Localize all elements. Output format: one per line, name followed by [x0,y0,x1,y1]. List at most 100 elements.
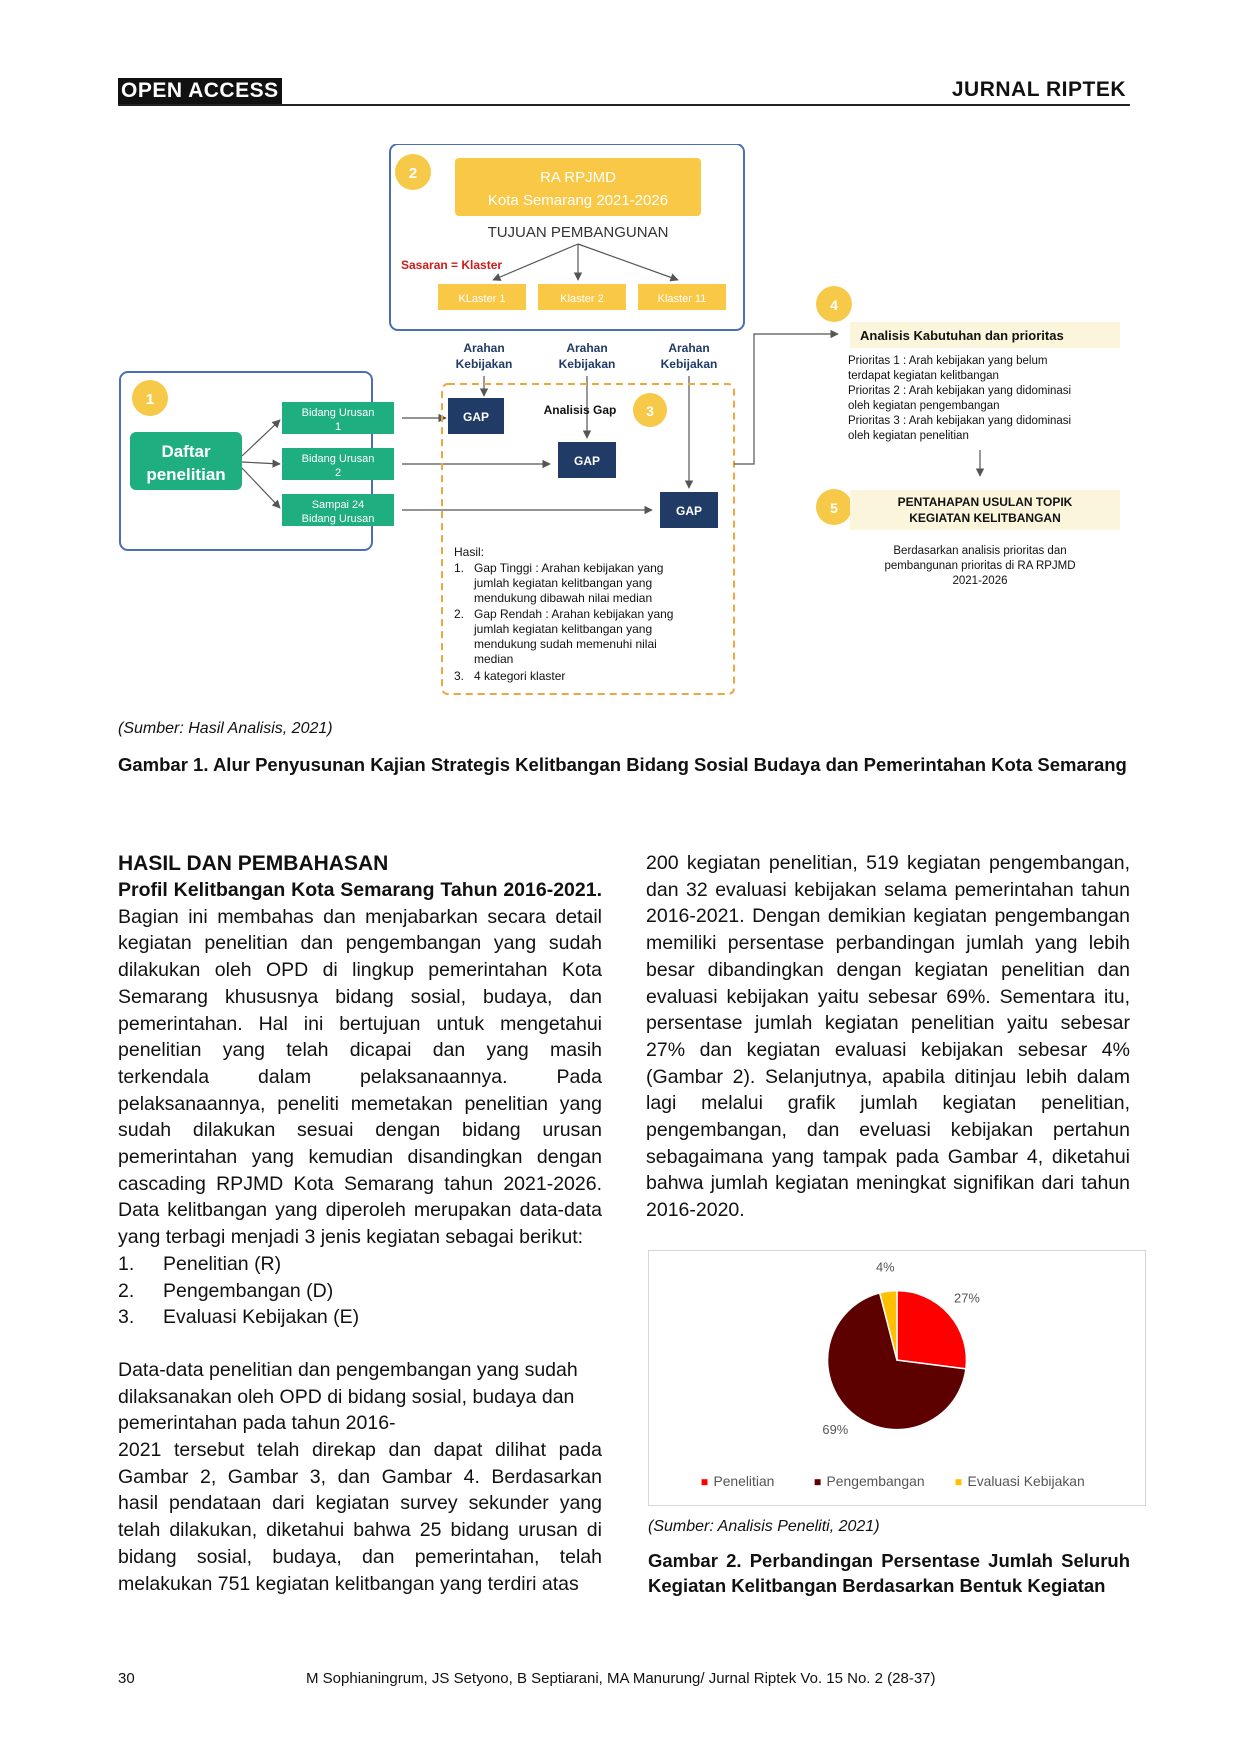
klaster-2-box [538,284,626,310]
subsection-heading: Profil Kelitbangan Kota Semarang Tahun 2… [118,879,602,901]
legend-item: Penelitian [701,1473,774,1489]
intro-text: Bagian ini membahas dan menjabarkan seca… [118,905,602,1249]
box-4-title: Analisis Kabutuhan dan prioritas [860,328,1064,343]
legend-label: Pengembangan [827,1473,925,1489]
box-5-line3: 2021-2026 [953,575,1008,587]
figure-1-caption: Gambar 1. Alur Penyusunan Kajian Strateg… [118,754,1127,775]
sasaran-label: Sasaran = Klaster [401,258,502,272]
box-4-line2: terdapat kegiatan kelitbangan [848,370,999,382]
pie-slice-evaluasi-kebijakan [878,1289,898,1361]
legend-label: Evaluasi Kebijakan [967,1473,1084,1489]
daftar-title-1: Daftar [161,442,211,461]
box-5-line2: pembangunan prioritas di RA RPJMD [884,560,1075,572]
open-access-label: OPEN ACCESS [118,78,282,104]
recap-paragraph-part1: Data-data penelitian dan pengembangan ya… [118,1358,578,1435]
hasil-1-line2: jumlah kegiatan kelitbangan yang [473,576,652,590]
list-item: 2.Pengembangan (D) [118,1279,334,1302]
list-item: 3.Evaluasi Kebijakan (E) [118,1306,360,1329]
box-5-title-1: PENTAHAPAN USULAN TOPIK [898,495,1073,509]
legend-item: Evaluasi Kebijakan [955,1473,1085,1489]
hasil-2-line4: median [474,652,513,666]
bidang-2-line2: 2 [335,467,341,479]
bidang-1-line1: Bidang Urusan [302,407,375,419]
pie-data-label: 27% [954,1290,980,1305]
bidang-1-line2: 1 [335,421,341,433]
bidang-2-box [282,448,394,480]
figure-2-source: (Sumber: Analisis Peneliti, 2021) [648,1518,880,1535]
right-column: 200 kegiatan penelitian, 519 kegiatan pe… [646,850,1130,1224]
page-header: OPEN ACCESS JURNAL RIPTEK [118,74,1130,106]
arahan-3-line2: Kebijakan [661,357,718,371]
figure-2-pie-chart: 27% 69% 4% Penelitian Pengembangan Evaluasi K… [648,1250,1146,1506]
box-5-title-2: KEGIATAN KELITBANGAN [909,511,1061,525]
box-4-title-bg [850,322,1120,348]
tujuan-label: TUJUAN PEMBANGUNAN [488,224,669,241]
klaster-1-box [438,284,526,310]
arahan-1-line2: Kebijakan [456,357,513,371]
badge-5 [816,489,852,525]
gap-3-box [660,492,718,528]
bidang-24-line2: Bidang Urusan [302,513,375,525]
badge-3 [633,393,667,427]
results-paragraph: 200 kegiatan penelitian, 519 kegiatan pe… [646,852,1130,1222]
badge-5-text: 5 [830,500,838,516]
pie-data-label: 4% [876,1260,895,1275]
bidang-2-line1: Bidang Urusan [302,453,375,465]
box-4-line5: Prioritas 3 : Arah kebijakan yang didomi… [848,415,1071,427]
box-4-line3: Prioritas 2 : Arah kebijakan yang didomi… [848,385,1071,397]
badge-1 [132,380,168,416]
pie-data-label: 69% [822,1422,848,1437]
footer-citation: M Sophianingrum, JS Setyono, B Septiaran… [306,1670,936,1687]
hasil-3-num: 3. [454,669,464,683]
recap-paragraph-part2: 2021 tersebut telah direkap dan dapat di… [118,1439,602,1595]
legend-item: Pengembangan [814,1473,925,1489]
badge-2 [395,154,431,190]
arahan-1-line1: Arahan [463,341,504,355]
list-item: 1.Penelitian (R) [118,1252,282,1275]
gap-1-box [448,398,504,434]
legend-label: Penelitian [713,1473,774,1489]
arahan-3-line1: Arahan [668,341,709,355]
legend-swatch [955,1479,962,1486]
badge-1-text: 1 [146,391,154,408]
badge-2-text: 2 [409,165,417,182]
badge-4-text: 4 [830,297,838,313]
pie-slice-pengembangan [826,1291,967,1431]
bidang-24-line1: Sampai 24 [312,499,365,511]
figure-2-caption: Gambar 2. Perbandingan Persentase Jumlah… [648,1550,1130,1596]
klaster-2-text: Klaster 2 [560,293,603,305]
daftar-box [130,432,242,490]
klaster-1-text: KLaster 1 [458,293,505,305]
rpjmd-box [455,158,701,216]
legend-swatch [701,1479,708,1486]
rpjmd-title-2: Kota Semarang 2021-2026 [488,192,668,209]
arahan-2-line1: Arahan [566,341,607,355]
arahan-2-line2: Kebijakan [559,357,616,371]
daftar-title-2: penelitian [146,465,225,484]
intro-paragraph: Profil Kelitbangan Kota Semarang Tahun 2… [118,877,602,1251]
hasil-2-line3: mendukung sudah memenuhi nilai [474,637,657,651]
badge-4 [816,286,852,322]
activity-type-list: 1.Penelitian (R) 2.Pengembangan (D) 3.Ev… [118,1251,602,1331]
klaster-11-box [638,284,726,310]
box-3-frame [441,383,735,695]
box-4-line6: oleh kegiatan penelitian [848,430,969,442]
hasil-3-line1: 4 kategori klaster [474,669,565,683]
box-4-line1: Prioritas 1 : Arah kebijakan yang belum [848,355,1047,367]
bidang-1-box [282,402,394,434]
hasil-2-line1: Gap Rendah : Arahan kebijakan yang [474,607,673,621]
rpjmd-title-1: RA RPJMD [540,169,616,186]
hasil-2-line2: jumlah kegiatan kelitbangan yang [473,622,652,636]
pie-slice-penelitian [896,1289,968,1370]
figure-1-source: (Sumber: Hasil Analisis, 2021) [118,720,333,737]
left-column: HASIL DAN PEMBAHASAN Profil Kelitbangan … [118,850,602,1597]
bidang-24-box [282,494,394,526]
gap-1-text: GAP [463,410,489,424]
figure-1-flow-diagram: 2 RA RPJMD Kota Semarang 2021-2026 TUJUA… [118,143,1130,700]
section-heading: HASIL DAN PEMBAHASAN [118,852,389,875]
box-5-line1: Berdasarkan analisis prioritas dan [893,545,1066,557]
page-number: 30 [118,1670,135,1687]
analisis-gap-title: Analisis Gap [544,403,617,417]
box-5-title-bg [850,490,1120,530]
journal-name: JURNAL RIPTEK [951,78,1126,101]
